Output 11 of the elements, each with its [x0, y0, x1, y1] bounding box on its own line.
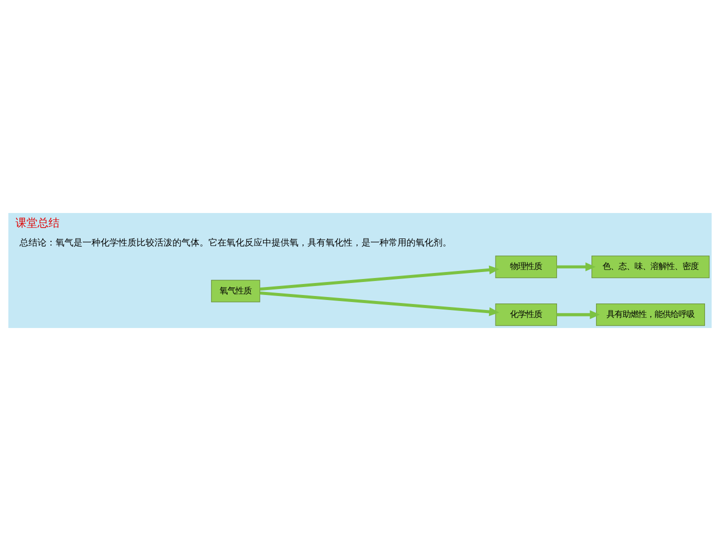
- arrow: [556, 310, 600, 319]
- node-box: 化学性质: [495, 302, 558, 326]
- arrow: [260, 264, 500, 290]
- node-box: 具有助燃性，能供给呼吸: [596, 302, 705, 326]
- node-box: 氧气性质: [211, 279, 260, 302]
- node-box: 色、态、味、溶解性、密度: [592, 255, 710, 278]
- node-box: 物理性质: [495, 255, 558, 278]
- arrow: [260, 291, 500, 316]
- arrow: [556, 262, 596, 271]
- diagram-title: 课堂总结: [16, 216, 60, 230]
- label: 总结论：氧气是一种化学性质比较活泼的气体。它在氧化反应中提供氧，具有氧化性，是一种常用的氧化剂。: [20, 238, 452, 248]
